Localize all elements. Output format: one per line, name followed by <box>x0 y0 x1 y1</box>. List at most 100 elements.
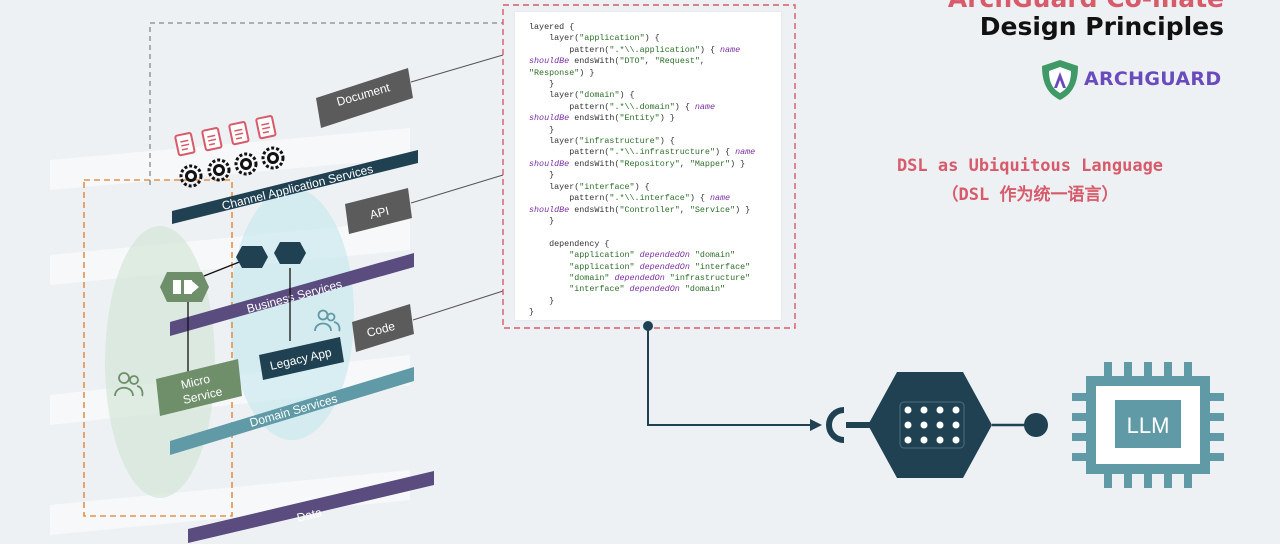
code-line: } <box>529 170 554 180</box>
tag-document: Document <box>316 68 413 128</box>
code-token: shouldBe <box>529 56 570 67</box>
flow-connector <box>647 326 812 426</box>
scope-dashed-box <box>83 179 233 517</box>
code-line: layer("application") { <box>529 33 660 43</box>
code-token: shouldBe <box>529 204 570 215</box>
tag-api-label: API <box>368 204 390 222</box>
code-line: "interface" dependedOn "domain" <box>529 284 725 294</box>
code-token: pattern( <box>529 101 610 112</box>
code-token: ".*\\.infrastructure" <box>609 147 715 158</box>
code-token: dependedOn <box>629 284 680 295</box>
code-token: "interface" <box>569 284 625 295</box>
code-token: "infrastructure" <box>669 272 751 283</box>
document-icon <box>228 121 250 146</box>
code-token: layer( <box>529 136 580 147</box>
cpu-icon: LLM <box>1072 362 1224 488</box>
code-token: layer( <box>529 33 580 44</box>
code-line: } <box>529 125 554 135</box>
dsl-code-panel: layered { layer("application") { pattern… <box>515 12 781 320</box>
code-line: pattern(".*\\.application") { name <box>529 45 740 55</box>
hexagon-icon <box>274 242 306 264</box>
code-line: pattern(".*\\.domain") { name <box>529 102 715 112</box>
code-token: pattern( <box>529 44 610 55</box>
code-token: ) } <box>730 158 746 169</box>
code-line: shouldBe endsWith("DTO", "Request", <box>529 56 705 66</box>
arrow-head <box>810 419 822 431</box>
code-token: "Request" <box>654 56 700 67</box>
code-token: "interface" <box>694 261 751 272</box>
code-token: ) { <box>689 193 710 204</box>
gear-icon <box>207 158 231 182</box>
code-token: dependedOn <box>614 272 665 283</box>
processor-hexagon <box>868 372 992 478</box>
gear-icon <box>261 146 285 170</box>
code-token <box>529 250 569 260</box>
users-icon <box>314 309 341 332</box>
dsl-code-block: layered { layer("application") { pattern… <box>529 22 755 319</box>
code-token: ".*\\.interface" <box>609 193 690 204</box>
code-token: } <box>529 170 555 181</box>
code-token: } <box>529 295 555 306</box>
code-token: "Service" <box>689 204 736 215</box>
code-token <box>529 284 569 294</box>
code-token: "interface" <box>579 181 635 192</box>
code-line: "application" dependedOn "interface" <box>529 262 750 272</box>
code-token: endsWith( <box>569 204 620 215</box>
code-line: dependency { <box>529 239 609 249</box>
code-token: name <box>709 193 731 204</box>
code-line: layer("domain") { <box>529 90 635 101</box>
llm-label: LLM <box>1127 413 1170 438</box>
processor-grid-frame <box>899 401 965 449</box>
micro-scope-ellipse <box>105 226 215 498</box>
code-token: } <box>529 307 535 318</box>
code-token: , <box>679 158 690 169</box>
layer-plane-data <box>50 470 410 535</box>
dashed-connector <box>149 22 503 185</box>
code-token: ) } <box>579 67 595 78</box>
code-token: ) { <box>714 147 736 158</box>
code-token: ) { <box>634 181 650 192</box>
tag-leader-lines <box>410 54 504 321</box>
code-token: "application" <box>579 33 645 44</box>
code-line: layer("interface") { <box>529 182 650 192</box>
socket-icon <box>826 407 845 443</box>
code-token: , <box>679 204 690 215</box>
processor-grid-icon <box>904 406 960 444</box>
code-line: layer("infrastructure") { <box>529 136 675 146</box>
code-token: , <box>699 56 705 67</box>
code-line: "domain" dependedOn "infrastructure" <box>529 273 750 283</box>
code-token: ".*\\.domain" <box>609 101 675 112</box>
code-line: "application" dependedOn "domain" <box>529 250 735 260</box>
dsl-caption-chinese: （DSL 作为统一语言） <box>941 185 1119 205</box>
code-token: shouldBe <box>529 158 570 169</box>
code-token: "application" <box>569 261 635 272</box>
code-token: name <box>735 147 756 158</box>
code-token: } <box>529 79 555 90</box>
code-token: "domain" <box>569 272 610 283</box>
users-icon <box>114 372 144 397</box>
code-token: "infrastructure" <box>579 136 660 147</box>
document-icon <box>174 132 196 157</box>
code-line: } <box>529 216 554 226</box>
code-token: ".*\\.application" <box>609 44 700 55</box>
code-token: endsWith( <box>569 113 620 124</box>
document-icon <box>255 115 277 140</box>
document-icon <box>201 127 223 152</box>
brand-text: ARCHGUARD <box>1084 68 1222 90</box>
code-line: shouldBe endsWith("Entity") } <box>529 113 675 123</box>
micro-service-line-1: Micro <box>180 372 212 392</box>
code-token: ) { <box>619 90 635 101</box>
code-token: } <box>529 215 555 226</box>
gear-icons <box>179 146 285 188</box>
code-token: name <box>720 44 741 55</box>
code-token: "Response" <box>529 67 580 78</box>
code-token <box>529 262 569 272</box>
tag-api: API <box>345 188 412 234</box>
code-token: dependedOn <box>639 250 690 261</box>
page-title-top: ArchGuard Co-mate <box>940 0 1224 13</box>
code-token: "domain" <box>579 90 620 101</box>
code-token: } <box>529 124 555 135</box>
code-token: "Repository" <box>619 158 680 169</box>
dsl-caption: DSL as Ubiquitous Language <box>896 156 1164 176</box>
code-token: "Controller" <box>619 204 680 215</box>
